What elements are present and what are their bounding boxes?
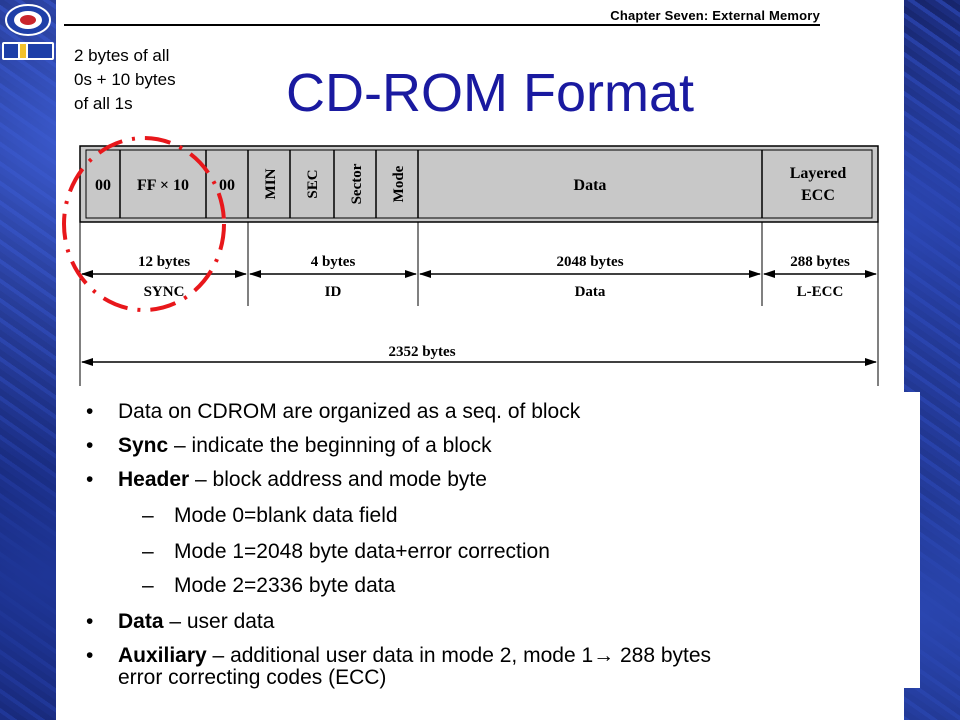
bullet-label: Auxiliary xyxy=(118,644,207,667)
bullet-label: Sync xyxy=(118,434,169,457)
annotation-line: of all 1s xyxy=(74,94,133,113)
bullet-label: Data xyxy=(118,610,164,633)
group-name-label: ID xyxy=(325,284,342,300)
header-rule xyxy=(64,24,820,26)
sync-highlight-circle xyxy=(62,136,226,312)
field-label: ECC xyxy=(801,187,835,204)
field-label: MIN xyxy=(263,168,279,199)
field-label: Sector xyxy=(349,163,365,204)
slide-title: CD-ROM Format xyxy=(286,63,694,123)
group-size-label: 4 bytes xyxy=(311,254,356,270)
field-label: 00 xyxy=(95,177,111,194)
field-label: Mode xyxy=(391,165,407,202)
format-svg: 00 FF × 10 00 MIN SEC Sector Mode Data L… xyxy=(62,136,879,386)
bullet-label: Header xyxy=(118,468,190,491)
chapter-header: Chapter Seven: External Memory xyxy=(610,8,820,23)
cdrom-format-diagram: 00 FF × 10 00 MIN SEC Sector Mode Data L… xyxy=(56,126,888,426)
field-label: SEC xyxy=(305,169,321,198)
group-size-label: 288 bytes xyxy=(790,254,850,270)
group-dimensions: 12 bytes SYNC 4 bytes ID 2048 bytes Data… xyxy=(79,222,879,386)
group-name-label: L-ECC xyxy=(797,284,844,300)
field-label: Data xyxy=(574,177,607,194)
group-name-label: Data xyxy=(575,284,606,300)
bullet-list: • Data on CDROM are organized as a seq. … xyxy=(72,392,920,689)
annotation-line: 2 bytes of all xyxy=(74,46,170,65)
field-row: 00 FF × 10 00 MIN SEC Sector Mode Data L… xyxy=(79,145,879,223)
total-size-label: 2352 bytes xyxy=(388,344,455,360)
field-label: Layered xyxy=(790,165,847,182)
sync-annotation: 2 bytes of all 0s + 10 bytes of all 1s xyxy=(74,44,224,116)
unimap-logo-icon xyxy=(2,4,54,60)
group-size-label: 12 bytes xyxy=(138,254,190,270)
annotation-line: 0s + 10 bytes xyxy=(74,70,176,89)
group-name-label: SYNC xyxy=(144,284,185,300)
arrow-right-icon: → xyxy=(593,644,615,667)
group-size-label: 2048 bytes xyxy=(556,254,623,270)
field-label: FF × 10 xyxy=(137,177,189,194)
field-label: 00 xyxy=(219,177,235,194)
